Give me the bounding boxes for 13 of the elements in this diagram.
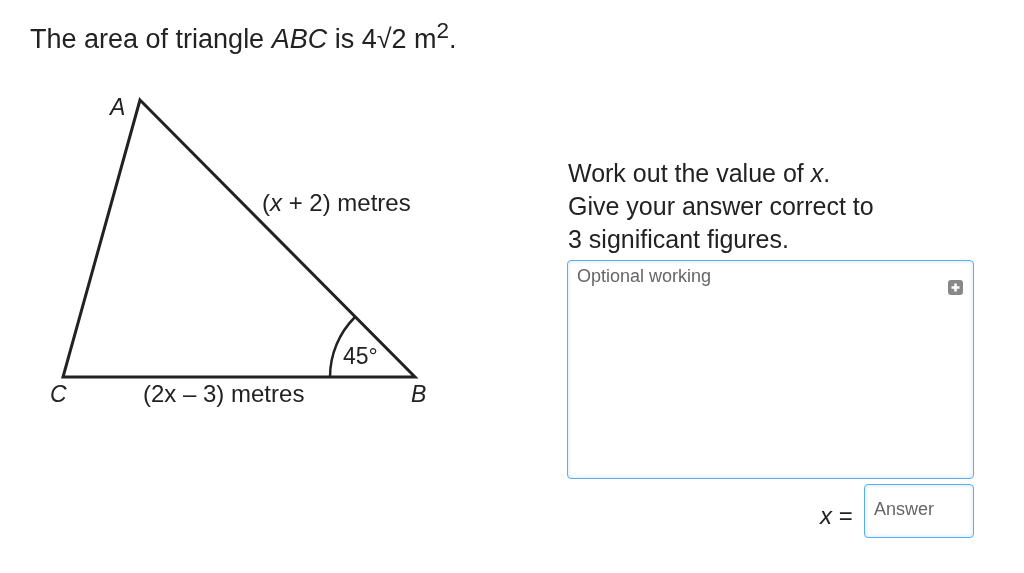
placeholder-text: Optional working xyxy=(577,266,712,287)
side-label: (2x – 3) metres xyxy=(143,380,305,408)
vertex-label: A xyxy=(110,94,126,121)
angle-label: 45° xyxy=(343,343,378,370)
vertex-label: B xyxy=(411,381,427,408)
heading: The area of triangle ABC is 4√2 m$^{2}$. xyxy=(30,18,457,55)
side-label: (x + 2) metres xyxy=(262,189,411,217)
vertex-label: C xyxy=(50,381,67,408)
answer-prefix: x = xyxy=(820,502,853,530)
answer-field xyxy=(864,484,974,538)
working-field xyxy=(567,260,974,479)
question-text: Work out the value of x. Give your answer correct to 3 significant figures. xyxy=(568,158,875,255)
placeholder-text: Answer xyxy=(874,499,935,520)
